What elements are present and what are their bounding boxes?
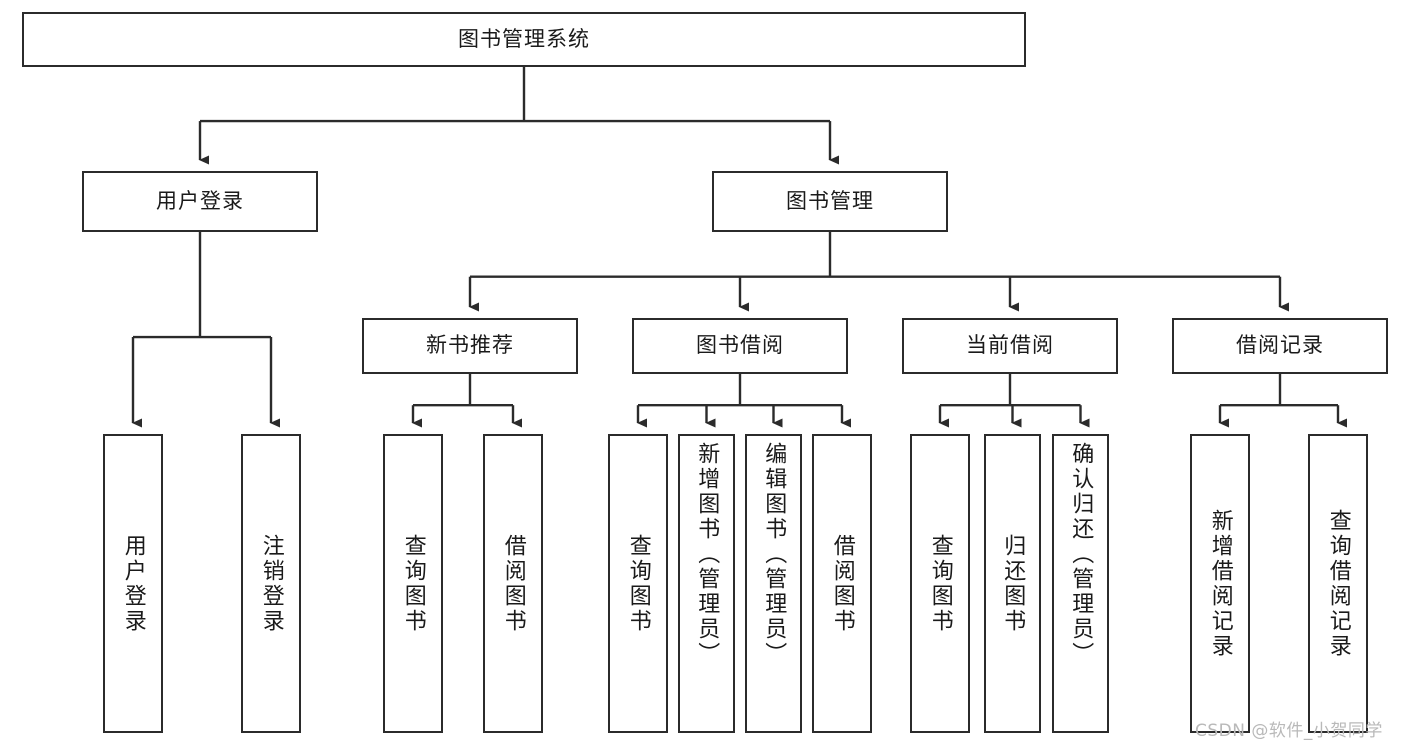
node-leaf-add-borrow-record-label: 新增借阅记录 (1207, 508, 1233, 659)
node-leaf-borrow-book-label: 借阅图书 (829, 533, 855, 634)
node-current-borrow[interactable]: 当前借阅 (902, 318, 1118, 374)
node-leaf-query-borrow-record-label: 查询借阅记录 (1325, 508, 1351, 659)
node-leaf-query-book-current-label: 查询图书 (927, 533, 953, 634)
node-leaf-add-borrow-record[interactable]: 新增借阅记录 (1190, 434, 1250, 733)
node-leaf-add-book-admin[interactable]: 新增图书（管理员） (678, 434, 735, 733)
node-book-borrow-label: 图书借阅 (696, 333, 784, 358)
node-user-login-label: 用户登录 (156, 188, 244, 213)
node-leaf-logout-label: 注销登录 (258, 533, 284, 634)
node-leaf-query-book-new-label: 查询图书 (400, 533, 426, 634)
node-leaf-query-book-new[interactable]: 查询图书 (383, 434, 443, 733)
node-borrow-record-label: 借阅记录 (1236, 333, 1324, 358)
node-leaf-user-login[interactable]: 用户登录 (103, 434, 163, 733)
node-root[interactable]: 图书管理系统 (22, 12, 1026, 67)
node-new-book-recommend[interactable]: 新书推荐 (362, 318, 578, 374)
node-user-login[interactable]: 用户登录 (82, 171, 318, 232)
node-leaf-return-book-label: 归还图书 (1000, 533, 1026, 634)
connector-group (131, 67, 1347, 428)
node-book-manage-label: 图书管理 (786, 188, 874, 213)
node-leaf-query-book-borrow[interactable]: 查询图书 (608, 434, 668, 733)
node-leaf-edit-book-admin-label: 编辑图书（管理员） (761, 442, 787, 667)
node-leaf-add-book-admin-label: 新增图书（管理员） (694, 442, 720, 667)
node-leaf-borrow-book[interactable]: 借阅图书 (812, 434, 872, 733)
node-leaf-borrow-book-new[interactable]: 借阅图书 (483, 434, 543, 733)
node-leaf-confirm-return-admin-label: 确认归还（管理员） (1068, 442, 1094, 667)
node-leaf-borrow-book-new-label: 借阅图书 (500, 533, 526, 634)
node-leaf-return-book[interactable]: 归还图书 (984, 434, 1041, 733)
node-leaf-query-book-borrow-label: 查询图书 (625, 533, 651, 634)
node-leaf-query-book-current[interactable]: 查询图书 (910, 434, 970, 733)
node-current-borrow-label: 当前借阅 (966, 333, 1054, 358)
node-book-borrow[interactable]: 图书借阅 (632, 318, 848, 374)
node-root-label: 图书管理系统 (458, 26, 590, 51)
node-leaf-query-borrow-record[interactable]: 查询借阅记录 (1308, 434, 1368, 733)
node-leaf-logout[interactable]: 注销登录 (241, 434, 301, 733)
node-borrow-record[interactable]: 借阅记录 (1172, 318, 1388, 374)
node-leaf-edit-book-admin[interactable]: 编辑图书（管理员） (745, 434, 802, 733)
node-leaf-user-login-label: 用户登录 (120, 533, 146, 634)
node-new-book-recommend-label: 新书推荐 (426, 333, 514, 358)
node-book-manage[interactable]: 图书管理 (712, 171, 948, 232)
node-leaf-confirm-return-admin[interactable]: 确认归还（管理员） (1052, 434, 1109, 733)
csdn-watermark: CSDN @软件_小贺同学 (1195, 721, 1383, 741)
